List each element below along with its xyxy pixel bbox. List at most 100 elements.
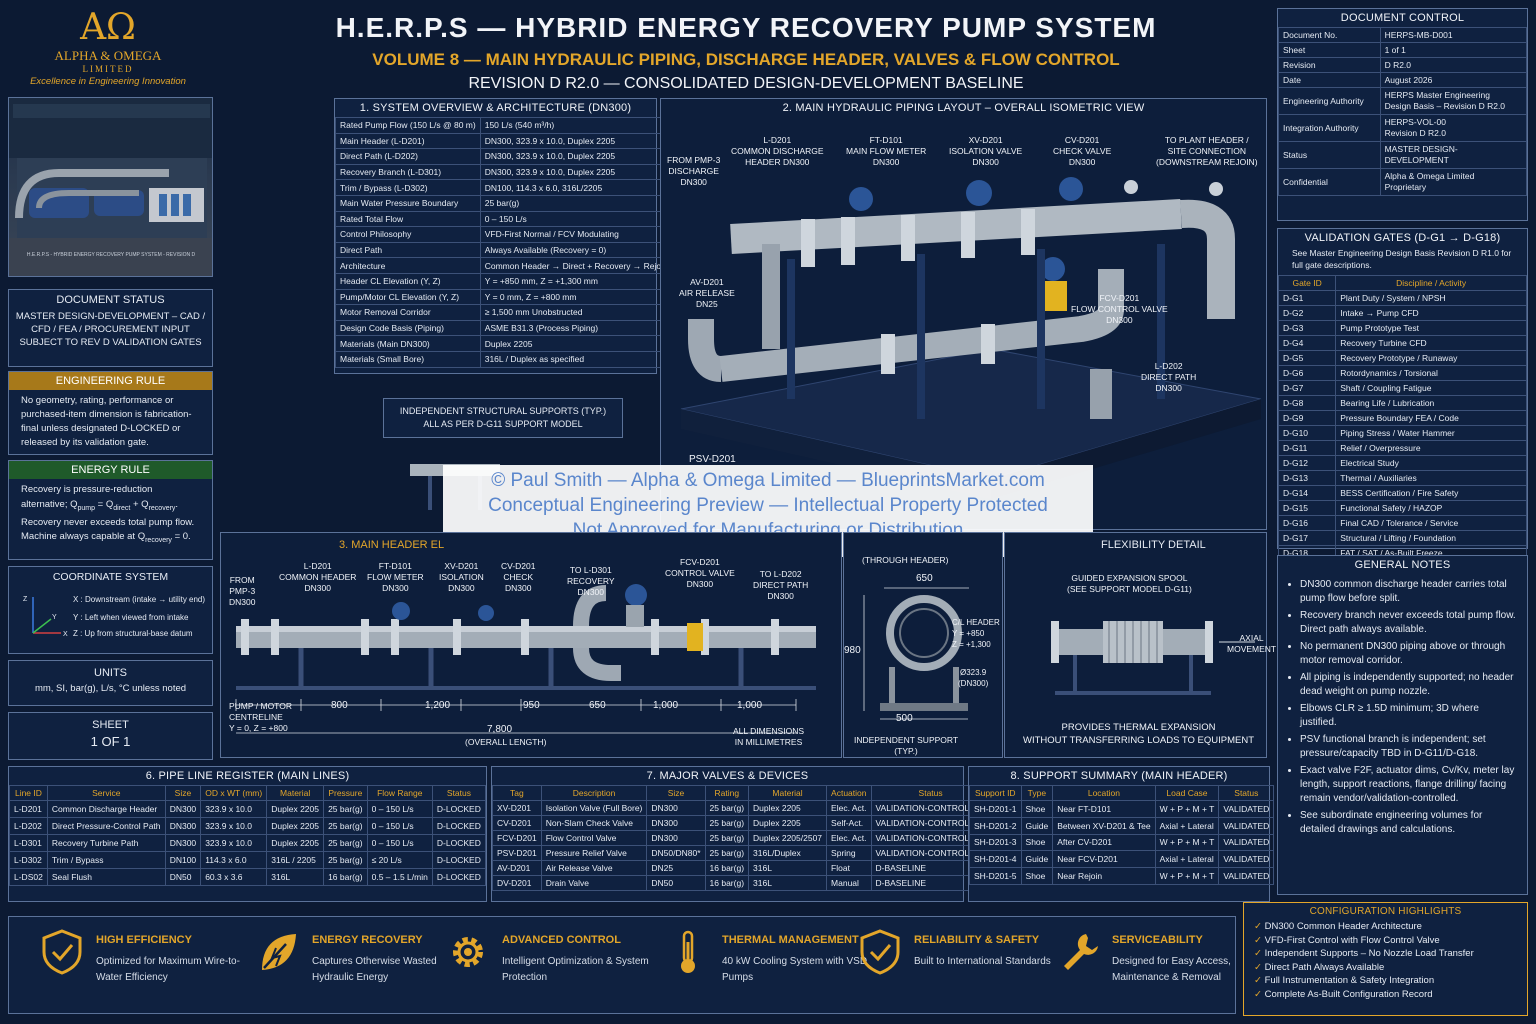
column-header: Location bbox=[1052, 785, 1156, 801]
table-cell: D-G3 bbox=[1277, 320, 1337, 336]
table-cell: Near FCV-D201 bbox=[1052, 850, 1156, 869]
table-cell: D-G15 bbox=[1277, 500, 1337, 516]
table-cell: DN300 bbox=[164, 834, 202, 852]
check-icon: ✓ bbox=[1254, 921, 1265, 932]
highlight-item: ✓ Full Instrumentation & Safety Integrat… bbox=[1254, 974, 1517, 988]
table-cell: 323.9 x 10.0 bbox=[200, 834, 268, 852]
feature-title: THERMAL MANAGEMENT bbox=[722, 934, 859, 946]
pipe-register-title: 6. PIPE LINE REGISTER (MAIN LINES) bbox=[145, 770, 350, 782]
table-cell: Axial + Lateral bbox=[1154, 850, 1220, 869]
axis-triad-icon: Z X Y bbox=[23, 596, 68, 638]
system-overview-panel: 1. SYSTEM OVERVIEW & ARCHITECTURE (DN300… bbox=[334, 98, 673, 374]
header-section-drawing bbox=[863, 587, 969, 720]
document-status-title: DOCUMENT STATUS bbox=[56, 294, 165, 306]
table-cell: D-LOCKED bbox=[431, 868, 487, 886]
header-elevation-panel: 3. MAIN HEADER EL FROM PMP- bbox=[220, 532, 842, 758]
elev-dim-4: 650 bbox=[589, 700, 606, 711]
check-icon: ✓ bbox=[1254, 961, 1265, 973]
document-control-title: DOCUMENT CONTROL bbox=[1340, 12, 1465, 24]
elev-label-fcv: FCV-D201 CONTROL VALVE DN300 bbox=[665, 557, 735, 589]
table-cell: Self-Act. bbox=[826, 815, 872, 831]
column-header: Pressure bbox=[323, 785, 368, 801]
sub-pump: pump bbox=[77, 504, 96, 512]
table-cell: DV-D201 bbox=[492, 875, 542, 891]
energy-rule-line2: . Recovery never exceeds total pump flow… bbox=[21, 498, 195, 543]
sub-recovery-2: recovery bbox=[145, 537, 172, 545]
feature-desc: Optimized for Maximum Wire-to-Water Effi… bbox=[96, 956, 240, 983]
table-cell: Duplex 2205 bbox=[479, 335, 673, 352]
check-icon: ✓ bbox=[1254, 934, 1265, 946]
table-cell: CV-D201 bbox=[492, 815, 542, 831]
column-header: Rating bbox=[704, 785, 750, 801]
table-cell: SH-D201-1 bbox=[969, 800, 1022, 818]
isometric-view-title: 2. MAIN HYDRAULIC PIPING LAYOUT – OVERAL… bbox=[782, 102, 1145, 114]
table-cell: 25 bar(g) bbox=[479, 194, 673, 212]
table-cell: Duplex 2205 bbox=[266, 817, 325, 835]
iso-label-direct-path: L-D202 DIRECT PATH DN300 bbox=[1141, 361, 1197, 393]
check-icon: ✓ bbox=[1254, 988, 1265, 1000]
table-cell: Seal Flush bbox=[46, 868, 166, 886]
note-item: Elbows CLR ≥ 1.5D minimum; 3D where just… bbox=[1300, 702, 1517, 730]
table-cell: Duplex 2205/2507 bbox=[748, 830, 828, 846]
elev-dim-5: 1,000 bbox=[653, 700, 679, 711]
elev-label-flow-meter: FT-D101 FLOW METER DN300 bbox=[367, 561, 424, 593]
shield-check-icon bbox=[858, 928, 902, 976]
note-item: See subordinate engineering volumes for … bbox=[1300, 809, 1517, 837]
note-item: Recovery branch never exceeds total pump… bbox=[1300, 609, 1517, 637]
table-cell: Direct Pressure-Control Path bbox=[46, 817, 166, 835]
table-cell: 60.3 x 3.6 bbox=[200, 868, 268, 886]
table-cell: ≥ 1,500 mm Unobstructed bbox=[479, 304, 673, 321]
company-name: ALPHA & OMEGA bbox=[54, 48, 162, 63]
overview-row: Direct Path (L-D202)DN300, 323.9 x 10.0,… bbox=[335, 148, 673, 165]
column-header: Gate ID bbox=[1277, 275, 1337, 291]
note-item: DN300 common discharge header carries to… bbox=[1300, 578, 1517, 606]
photo-caption: H.E.R.P.S - HYBRID ENERGY RECOVERY PUMP … bbox=[27, 252, 196, 258]
table-cell: Status bbox=[1278, 141, 1381, 169]
highlight-text: Full Instrumentation & Safety Integratio… bbox=[1264, 975, 1435, 986]
table-cell: 323.9 x 10.0 bbox=[200, 800, 268, 818]
energy-rule-title: ENERGY RULE bbox=[9, 461, 212, 479]
table-cell: Electrical Study bbox=[1335, 455, 1527, 471]
highlight-text: Direct Path Always Available bbox=[1264, 961, 1385, 973]
table-cell: Trim / Bypass bbox=[46, 851, 166, 869]
elev-overall-length: 7,800 bbox=[487, 724, 513, 735]
column-header: OD x WT (mm) bbox=[200, 785, 268, 801]
section-cl: C/L HEADER Y = +850 Z = +1,300 bbox=[952, 618, 1000, 649]
overview-row: Materials (Small Bore)316L / Duplex as s… bbox=[335, 350, 673, 368]
table-cell: FCV-D201 bbox=[492, 830, 542, 846]
table-cell: D-G1 bbox=[1277, 290, 1337, 306]
table-cell: Date bbox=[1278, 72, 1381, 88]
column-header: Support ID bbox=[969, 785, 1022, 801]
elev-dim-6: 1,000 bbox=[737, 700, 763, 711]
table-cell: D-G8 bbox=[1277, 395, 1337, 411]
feature-title: ENERGY RECOVERY bbox=[312, 934, 423, 946]
coord-y: Y : Left when viewed from intake bbox=[73, 613, 189, 622]
note-item: Exact valve F2F, actuator dims, Cv/Kv, m… bbox=[1300, 764, 1517, 806]
table-cell: 16 bar(g) bbox=[704, 875, 750, 891]
table-cell: Recovery Turbine CFD bbox=[1335, 335, 1527, 351]
table-cell: L-D301 bbox=[9, 834, 48, 852]
table-cell: VALIDATED bbox=[1218, 816, 1275, 835]
table-cell: Always Available (Recovery = 0) bbox=[479, 241, 673, 259]
table-cell: L-D302 bbox=[9, 851, 48, 869]
table-cell: 25 bar(g) bbox=[323, 851, 368, 869]
engineering-rule-panel: ENGINEERING RULE No geometry, rating, pe… bbox=[8, 371, 213, 455]
document-status-text: MASTER DESIGN-DEVELOPMENT – CAD / CFD / … bbox=[15, 311, 206, 348]
overview-row: Header CL Elevation (Y, Z)Y = +850 mm, Z… bbox=[335, 272, 673, 290]
table-cell: Pump/Motor CL Elevation (Y, Z) bbox=[335, 288, 481, 306]
